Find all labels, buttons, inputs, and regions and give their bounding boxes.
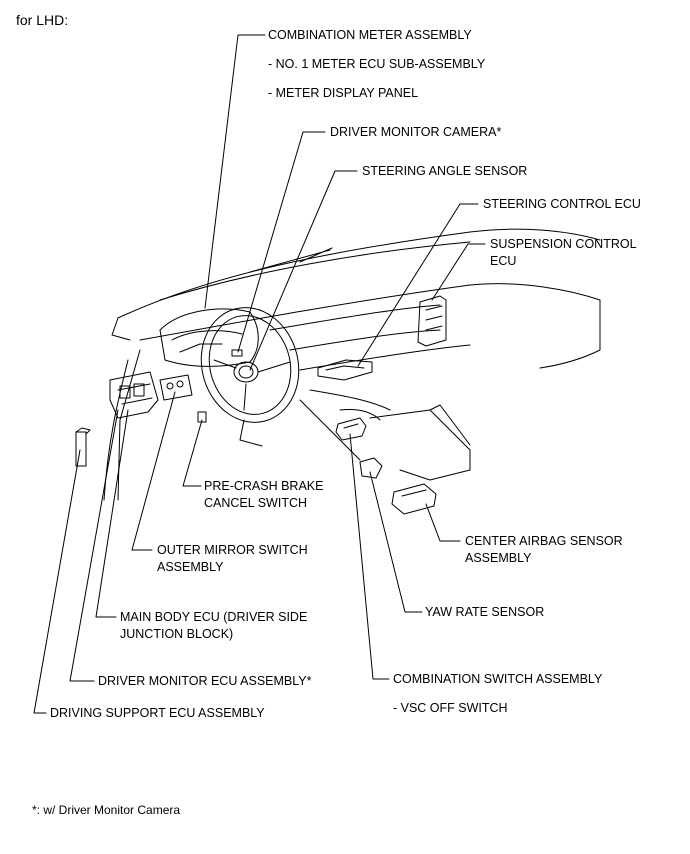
leader-driving-support-ecu <box>33 449 81 714</box>
suspension-control-ecu-shape <box>417 295 447 347</box>
driving-support-ecu-shape <box>75 431 87 467</box>
leader-main-body-ecu <box>95 409 129 618</box>
leader-combination-meter <box>204 34 266 309</box>
label-outer-mirror-switch-line2: ASSEMBLY <box>157 560 224 574</box>
leader-yaw-rate <box>369 471 423 613</box>
leader-suspension-control-ecu <box>431 243 486 301</box>
center-airbag-sensor-shape <box>391 483 437 515</box>
label-driver-monitor-ecu: DRIVER MONITOR ECU ASSEMBLY* <box>98 674 312 688</box>
leader-pre-crash-brake <box>182 419 203 487</box>
driver-monitor-camera-shape <box>231 349 243 357</box>
label-suspension-control-ecu: SUSPENSION CONTROL <box>490 237 637 251</box>
leader-driver-monitor-camera <box>237 131 326 353</box>
windshield-outline <box>117 228 601 319</box>
pre-crash-switch-shape <box>197 411 207 423</box>
label-combination-switch: COMBINATION SWITCH ASSEMBLY <box>393 672 603 686</box>
label-pre-crash-brake: PRE-CRASH BRAKE <box>204 479 324 493</box>
label-driver-monitor-camera: DRIVER MONITOR CAMERA* <box>330 125 502 139</box>
meter-hood <box>159 308 259 367</box>
label-vsc-off-switch: - VSC OFF SWITCH <box>393 701 508 715</box>
label-center-airbag-sensor-line2: ASSEMBLY <box>465 551 532 565</box>
label-pre-crash-brake-line2: CANCEL SWITCH <box>204 496 308 510</box>
steering-control-ecu-shape <box>317 359 373 381</box>
label-driving-support-ecu: DRIVING SUPPORT ECU ASSEMBLY <box>50 706 265 720</box>
yaw-rate-sensor-shape <box>359 457 383 479</box>
label-suspension-control-ecu-line2: ECU <box>490 254 517 268</box>
footnote: *: w/ Driver Monitor Camera <box>32 803 181 817</box>
door-line <box>103 359 129 501</box>
label-main-body-ecu: MAIN BODY ECU (DRIVER SIDE <box>120 610 308 624</box>
label-meter-ecu-sub: - NO. 1 METER ECU SUB-ASSEMBLY <box>268 57 486 71</box>
label-steering-control-ecu: STEERING CONTROL ECU <box>483 197 641 211</box>
steering-wheel <box>200 307 300 423</box>
dash-top <box>139 283 601 341</box>
label-steering-angle-sensor: STEERING ANGLE SENSOR <box>362 164 528 178</box>
combination-switch-shape <box>335 417 367 441</box>
leader-driver-monitor-ecu <box>69 409 119 682</box>
label-center-airbag-sensor: CENTER AIRBAG SENSOR <box>465 534 623 548</box>
leader-combination-switch <box>349 433 390 680</box>
leader-center-airbag <box>425 503 461 542</box>
leader-outer-mirror <box>131 391 176 551</box>
leader-steering-angle-sensor <box>249 170 358 371</box>
label-main-body-ecu-line2: JUNCTION BLOCK) <box>120 627 234 641</box>
page-heading: for LHD: <box>16 12 69 28</box>
label-outer-mirror-switch: OUTER MIRROR SWITCH <box>157 543 308 557</box>
label-meter-display-panel: - METER DISPLAY PANEL <box>268 86 419 100</box>
label-yaw-rate-sensor: YAW RATE SENSOR <box>425 605 545 619</box>
junction-block-shape <box>109 371 159 419</box>
label-combination-meter: COMBINATION METER ASSEMBLY <box>268 28 472 42</box>
leader-steering-control-ecu <box>357 203 479 367</box>
center-console <box>369 409 471 481</box>
